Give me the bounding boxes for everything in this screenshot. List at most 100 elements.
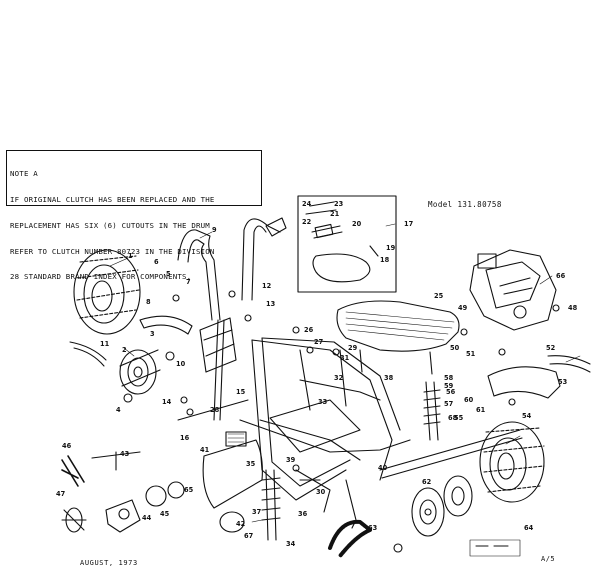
- rear-tire: [479, 421, 545, 503]
- callout: 19: [386, 244, 396, 252]
- callout: 4: [116, 406, 121, 414]
- chain: [328, 519, 372, 558]
- front-tire-left: [73, 249, 141, 335]
- callout: 57: [444, 400, 454, 408]
- callout: 48: [568, 304, 578, 312]
- callout: 63: [368, 524, 378, 532]
- callout: 44: [142, 514, 152, 522]
- front-hub-left: [119, 349, 161, 395]
- note-line: IF ORIGINAL CLUTCH HAS BEEN REPLACED AND…: [10, 194, 215, 204]
- steering-tie-rod: [177, 399, 249, 421]
- seat: [336, 300, 460, 375]
- callout: 43: [120, 450, 130, 458]
- callout: 5: [166, 270, 171, 278]
- callout: 10: [176, 360, 186, 368]
- mudflap-right: [547, 355, 591, 373]
- callout: 18: [380, 256, 390, 264]
- rear-fender: [487, 366, 561, 399]
- callout: 30: [316, 488, 326, 496]
- callout: 54: [522, 412, 532, 420]
- callout-numbers: 1 2 3 4 5 6 7 8 9 10 11 12 13 14 15 16 1…: [56, 200, 578, 548]
- callout: 33: [318, 398, 328, 406]
- main-frame: [239, 337, 411, 501]
- callout: 47: [56, 490, 66, 498]
- callout: 68: [448, 414, 458, 422]
- callout: 13: [266, 300, 276, 308]
- steering-bracket: [199, 317, 237, 373]
- callout: 62: [422, 478, 432, 486]
- callout: 16: [180, 434, 190, 442]
- callout: 45: [160, 510, 170, 518]
- callout: 58: [444, 374, 454, 382]
- callout: 7: [186, 278, 191, 286]
- callout: 6: [154, 258, 159, 266]
- callout: 51: [466, 350, 476, 358]
- callout: 25: [434, 292, 444, 300]
- callout: 23: [334, 200, 344, 208]
- callout: 9: [212, 226, 217, 234]
- callout: 40: [378, 464, 388, 472]
- callout: 46: [62, 442, 72, 450]
- callout: 24: [302, 200, 312, 208]
- hub-nut: [165, 351, 175, 361]
- handlebar: [177, 217, 287, 321]
- callout: 66: [556, 272, 566, 280]
- callout: 32: [334, 374, 344, 382]
- callout: 17: [404, 220, 414, 228]
- callout: 29: [348, 344, 358, 352]
- callout: 50: [450, 344, 460, 352]
- callout: 53: [558, 378, 568, 386]
- callout: 39: [286, 456, 296, 464]
- callout: 52: [546, 344, 556, 352]
- callout: 2: [122, 346, 127, 354]
- washer-4: [123, 393, 133, 403]
- callout: 22: [302, 218, 312, 226]
- callout: 31: [340, 354, 350, 362]
- note-line: NOTE A: [10, 169, 38, 179]
- callout: 64: [524, 524, 534, 532]
- throttle-inset: [297, 195, 397, 293]
- clutch-parts-group: [61, 451, 185, 533]
- callout: 3: [150, 330, 155, 338]
- date-label: AUGUST, 1973: [80, 559, 138, 567]
- rear-hub: [443, 475, 473, 517]
- callout: 61: [476, 406, 486, 414]
- model-label: Model 131.80758: [428, 200, 502, 209]
- callout: 41: [200, 446, 210, 454]
- callout: 28: [210, 406, 220, 414]
- callout: 55: [454, 414, 464, 422]
- callout: 59: [444, 382, 454, 390]
- gas-tank: [202, 439, 263, 509]
- front-fender-left: [139, 315, 193, 335]
- callout: 37: [252, 508, 262, 516]
- callout: 26: [304, 326, 314, 334]
- hardware-bits: [172, 290, 560, 557]
- page-label: A/5: [541, 555, 556, 563]
- mudflap-left: [69, 341, 107, 367]
- callout: 27: [314, 338, 324, 346]
- lower-spring: [261, 469, 281, 541]
- callout: 1: [128, 252, 133, 260]
- callout: 42: [236, 520, 246, 528]
- callout: 8: [146, 298, 151, 306]
- floor-plate: [269, 399, 361, 453]
- sprocket: [411, 487, 445, 537]
- callout: 15: [236, 388, 246, 396]
- callout: 20: [352, 220, 362, 228]
- callout: 11: [100, 340, 110, 348]
- engine: [469, 249, 557, 331]
- callout: 36: [298, 510, 308, 518]
- callout: 14: [162, 398, 172, 406]
- note-line: REFER TO CLUTCH NUMBER 80723 IN THE DIVI…: [10, 246, 215, 256]
- rear-axle: [379, 429, 523, 479]
- callout: 34: [286, 540, 296, 548]
- callout: 38: [384, 374, 394, 382]
- callout: 56: [446, 388, 456, 396]
- leader-lines: [109, 223, 581, 523]
- callout: 60: [464, 396, 474, 404]
- callout: 65: [184, 486, 194, 494]
- callout: 67: [244, 532, 254, 540]
- steering-shaft: [213, 319, 225, 421]
- gas-cap: [219, 511, 245, 533]
